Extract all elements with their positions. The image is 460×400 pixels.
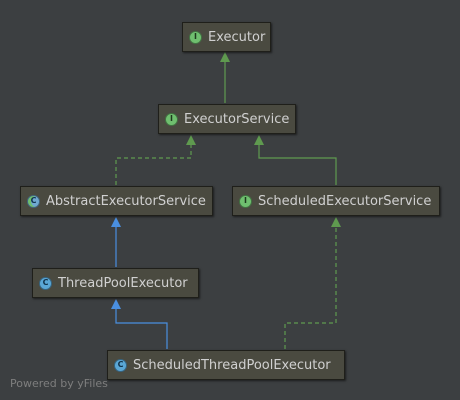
node-label: ExecutorService [184,111,290,127]
node-thread-pool-executor[interactable]: C ThreadPoolExecutor [32,268,199,298]
class-icon: C [39,276,52,290]
abstract-class-icon: C [27,194,40,208]
node-abstract-executor-service[interactable]: C AbstractExecutorService [20,186,213,216]
powered-by-watermark: Powered by yFiles [10,377,108,390]
arrowhead-threadpoolexecutor [111,299,121,309]
arrowhead-scheduledexecutorservice [331,217,341,227]
node-scheduled-executor-service[interactable]: I ScheduledExecutorService [232,186,440,216]
interface-icon: I [189,30,202,44]
interface-icon: I [239,194,252,208]
node-label: ScheduledExecutorService [258,193,432,209]
node-executor-service[interactable]: I ExecutorService [158,104,296,134]
edge-scheduledthreadpoolexecutor-threadpoolexecutor [115,301,168,349]
interface-icon: I [165,112,178,126]
class-icon: C [114,358,127,372]
node-label: AbstractExecutorService [46,193,206,209]
arrowhead-executorservice-left [186,135,196,145]
edge-scheduledthreadpoolexecutor-scheduledexecutorservice [284,219,337,349]
node-label: ScheduledThreadPoolExecutor [133,357,331,373]
arrowhead-executor [220,52,230,62]
node-label: ThreadPoolExecutor [58,275,188,291]
node-scheduled-thread-pool-executor[interactable]: C ScheduledThreadPoolExecutor [107,350,345,380]
edge-scheduledexecutorservice-executorservice [258,137,337,185]
arrowhead-executorservice-right [254,135,264,145]
arrowhead-abstractexecutorservice [111,217,121,227]
node-label: Executor [208,29,266,45]
node-executor[interactable]: I Executor [182,22,271,52]
edge-abstractexecutorservice-executorservice [115,137,192,185]
